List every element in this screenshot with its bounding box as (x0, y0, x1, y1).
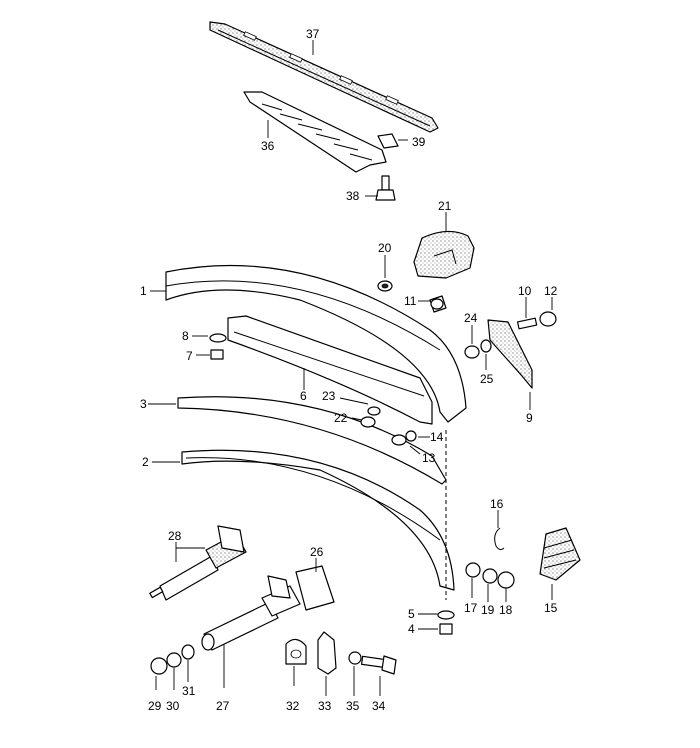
callout-5: 5 (408, 607, 415, 621)
part-23-washer (367, 406, 381, 416)
callout-12: 12 (544, 284, 558, 298)
callout-28: 28 (168, 529, 182, 543)
leader-lines (148, 40, 553, 696)
part-7-nut (210, 349, 224, 360)
callout-35: 35 (346, 699, 360, 713)
part-27-shock-absorber (201, 575, 301, 651)
callout-13: 13 (422, 451, 436, 465)
callout-38: 38 (346, 189, 360, 203)
callout-3: 3 (140, 397, 147, 411)
part-35-washer (348, 651, 362, 665)
part-37-trim-strip (209, 21, 439, 133)
part-28-shock-absorber (149, 525, 247, 601)
callout-18: 18 (499, 603, 513, 617)
callout-1: 1 (140, 284, 147, 298)
part-12-nut (539, 311, 557, 327)
callout-19: 19 (481, 603, 495, 617)
part-29-nut (150, 657, 168, 675)
callout-9: 9 (526, 411, 533, 425)
part-30-washer (166, 652, 182, 668)
callout-10: 10 (518, 284, 532, 298)
callout-2: 2 (142, 455, 149, 469)
callout-16: 16 (490, 497, 504, 511)
part-39-clip (377, 133, 399, 149)
part-24-nut (464, 345, 480, 359)
part-1-bumper-shell (165, 264, 467, 423)
part-4-nut (439, 623, 453, 635)
part-6-reinforcement (227, 315, 433, 425)
callout-31: 31 (182, 684, 196, 698)
callout-33: 33 (318, 699, 332, 713)
part-19-washer (482, 568, 498, 584)
part-18-nut (497, 571, 515, 589)
part-9-side-piece (487, 319, 533, 389)
part-25-washer (480, 339, 492, 353)
callout-24: 24 (464, 311, 478, 325)
part-13-nut (391, 434, 407, 446)
callout-14: 14 (430, 430, 444, 444)
part-2-lower-bumper (181, 449, 455, 591)
part-20-nut (377, 280, 393, 292)
callout-27: 27 (216, 699, 230, 713)
part-5-washer (437, 610, 455, 620)
callout-6: 6 (300, 389, 307, 403)
callout-20: 20 (378, 241, 392, 255)
callout-32: 32 (286, 699, 300, 713)
part-11-grommet (429, 295, 447, 313)
part-21-end-cap (413, 230, 475, 279)
part-16-spring-clip (494, 527, 505, 551)
part-8-washer (209, 333, 227, 343)
callout-11: 11 (404, 294, 417, 308)
callout-37: 37 (306, 27, 320, 41)
callout-29: 29 (148, 699, 162, 713)
part-36-louvered-plate (243, 91, 387, 173)
part-14-washer (405, 430, 417, 442)
callout-34: 34 (372, 699, 386, 713)
callout-7: 7 (186, 349, 193, 363)
callout-25: 25 (480, 372, 494, 386)
part-10-bolt (516, 317, 538, 330)
callout-labels: 37 36 39 38 21 20 11 1 8 7 6 23 22 14 13… (140, 27, 558, 713)
part-33-bracket (317, 631, 337, 675)
callout-17: 17 (464, 601, 478, 615)
part-17-nut (465, 562, 481, 578)
part-22-nut (360, 416, 376, 428)
callout-22: 22 (334, 411, 348, 425)
callout-4: 4 (408, 622, 415, 636)
callout-36: 36 (261, 139, 275, 153)
callout-23: 23 (322, 389, 336, 403)
part-32-clamp (285, 638, 307, 665)
part-26-plate (295, 565, 335, 611)
callout-26: 26 (310, 545, 324, 559)
part-38-screw (375, 175, 396, 201)
callout-8: 8 (182, 329, 189, 343)
part-15-clip-set (539, 527, 581, 581)
callout-21: 21 (438, 199, 452, 213)
callout-15: 15 (544, 601, 558, 615)
part-34-bolt (360, 655, 397, 675)
callout-39: 39 (412, 135, 426, 149)
callout-30: 30 (166, 699, 180, 713)
part-31-washer (181, 644, 195, 660)
